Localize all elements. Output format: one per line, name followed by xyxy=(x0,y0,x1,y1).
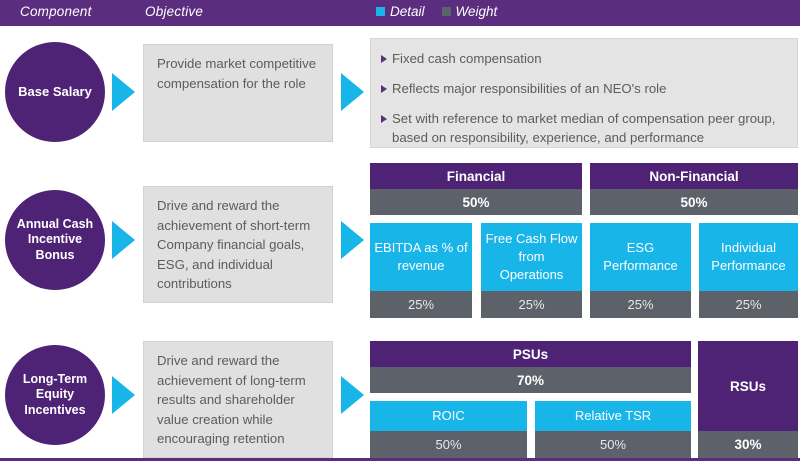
bullet-item: Fixed cash compensation xyxy=(381,49,785,68)
metric-ebitda-as-percent-of-revenue: EBITDA as % of revenue 25% xyxy=(370,223,472,318)
category-weight: 30% xyxy=(698,431,798,458)
objective-text: Drive and reward the achievement of long… xyxy=(157,353,306,446)
metric-title: Individual Performance xyxy=(699,223,798,291)
arrow-objective-to-detail-row3 xyxy=(341,376,364,414)
arrow-objective-to-detail-row1 xyxy=(341,73,364,111)
category-title: Financial xyxy=(370,163,582,189)
metric-weight: 25% xyxy=(590,291,691,318)
bullet-triangle-icon xyxy=(381,54,387,63)
bullet-text: Fixed cash compensation xyxy=(392,51,542,66)
bullet-text: Reflects major responsibilities of an NE… xyxy=(392,81,667,96)
legend-detail-label: Detail xyxy=(390,4,425,19)
component-circle-annual-cash-incentive-bonus: Annual Cash Incentive Bonus xyxy=(5,190,105,290)
component-circle-label: Base Salary xyxy=(18,84,92,99)
bullet-text: Set with reference to market median of c… xyxy=(392,111,776,145)
metric-free-cash-flow-from-operations: Free Cash Flow from Operations 25% xyxy=(481,223,582,318)
category-rsus: RSUs 30% xyxy=(698,341,798,458)
metric-weight: 50% xyxy=(370,431,527,458)
bullet-item: Reflects major responsibilities of an NE… xyxy=(381,79,785,98)
header-bar: Component Objective Detail Weight xyxy=(0,0,800,26)
arrow-component-to-objective-row3 xyxy=(112,376,135,414)
legend-weight-label: Weight xyxy=(455,4,498,19)
category-title: RSUs xyxy=(698,341,798,431)
objective-box-base-salary: Provide market competitive compensation … xyxy=(143,44,333,142)
metric-title: ESG Performance xyxy=(590,223,691,291)
legend-detail-swatch-icon xyxy=(376,7,385,16)
category-title: PSUs xyxy=(370,341,691,367)
category-psus: PSUs 70% xyxy=(370,341,691,393)
component-circle-label: Long-Term Equity Incentives xyxy=(22,371,88,417)
metric-relative-tsr: Relative TSR 50% xyxy=(535,401,691,458)
category-weight: 50% xyxy=(590,189,798,215)
objective-text: Drive and reward the achievement of shor… xyxy=(157,198,311,291)
legend-weight-swatch-icon xyxy=(441,7,451,16)
arrow-component-to-objective-row2 xyxy=(112,221,135,259)
metric-weight: 25% xyxy=(370,291,472,318)
metric-title: EBITDA as % of revenue xyxy=(370,223,472,291)
header-objective-label: Objective xyxy=(145,4,204,19)
component-circle-label: Annual Cash Incentive Bonus xyxy=(16,216,94,262)
bullet-triangle-icon xyxy=(381,114,387,123)
category-non-financial: Non-Financial 50% xyxy=(590,163,798,215)
metric-roic: ROIC 50% xyxy=(370,401,527,458)
arrow-objective-to-detail-row2 xyxy=(341,221,364,259)
metric-individual-performance: Individual Performance 25% xyxy=(699,223,798,318)
category-title: Non-Financial xyxy=(590,163,798,189)
metric-title: ROIC xyxy=(370,401,527,431)
metric-weight: 25% xyxy=(481,291,582,318)
component-circle-base-salary: Base Salary xyxy=(5,42,105,142)
metric-weight: 50% xyxy=(535,431,691,458)
metric-title: Relative TSR xyxy=(535,401,691,431)
bullet-item: Set with reference to market median of c… xyxy=(381,109,785,147)
bottom-divider xyxy=(0,458,800,461)
header-component-label: Component xyxy=(20,4,92,19)
detail-panel-base-salary: Fixed cash compensation Reflects major r… xyxy=(370,38,798,148)
objective-text: Provide market competitive compensation … xyxy=(157,56,317,91)
objective-box-long-term-equity-incentives: Drive and reward the achievement of long… xyxy=(143,341,333,458)
arrow-component-to-objective-row1 xyxy=(112,73,135,111)
metric-esg-performance: ESG Performance 25% xyxy=(590,223,691,318)
category-weight: 50% xyxy=(370,189,582,215)
objective-box-annual-cash-incentive-bonus: Drive and reward the achievement of shor… xyxy=(143,186,333,303)
metric-title: Free Cash Flow from Operations xyxy=(481,223,582,291)
category-financial: Financial 50% xyxy=(370,163,582,215)
category-weight: 70% xyxy=(370,367,691,393)
metric-weight: 25% xyxy=(699,291,798,318)
component-circle-long-term-equity-incentives: Long-Term Equity Incentives xyxy=(5,345,105,445)
legend: Detail Weight xyxy=(376,4,497,19)
bullet-triangle-icon xyxy=(381,84,387,93)
